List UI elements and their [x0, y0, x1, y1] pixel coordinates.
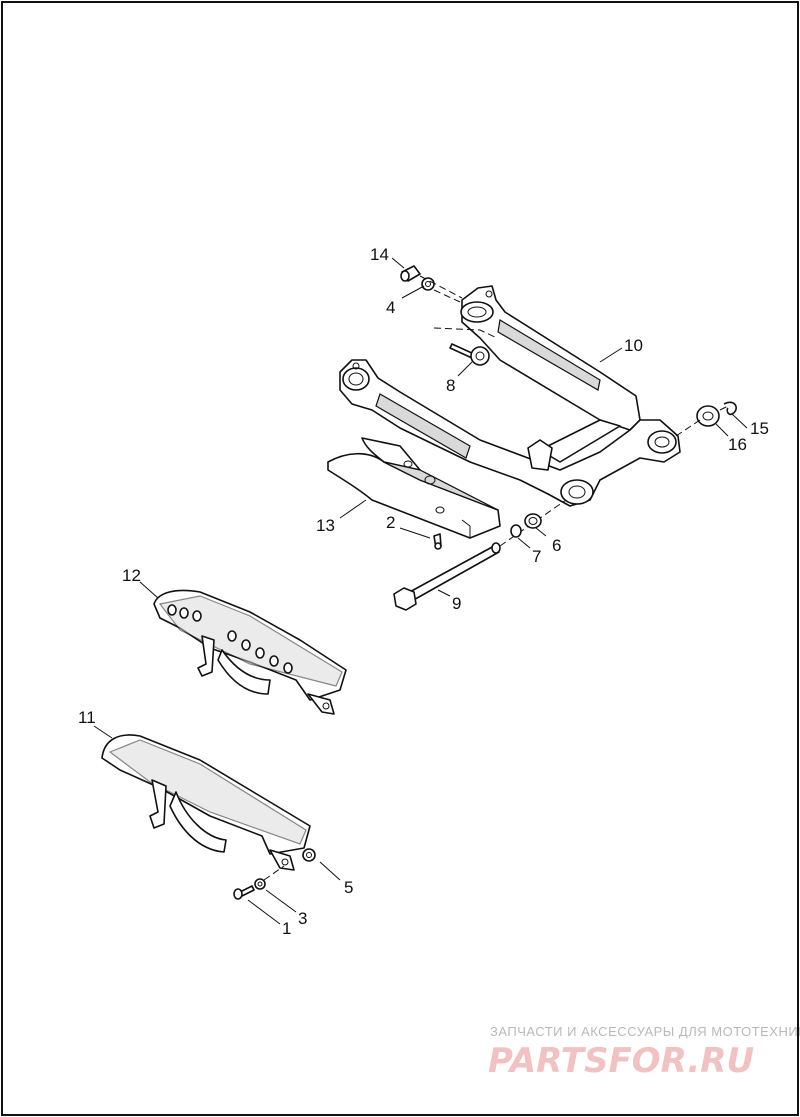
part-7-clip [510, 524, 522, 538]
watermark-tagline: ЗАПЧАСТИ И АКСЕССУАРЫ ДЛЯ МОТОТЕХНИКИ [490, 1024, 800, 1039]
part-3-washer [254, 878, 266, 890]
callout-11: 11 [78, 708, 96, 727]
callout-6: 6 [552, 536, 561, 555]
callout-13: 13 [316, 516, 335, 535]
part-6-bushing [524, 513, 542, 529]
part-15-clip [723, 401, 737, 416]
part-13-chain-guide [327, 437, 501, 539]
part-2-screw [433, 533, 442, 550]
callout-3: 3 [298, 909, 307, 928]
part-9-axle-bolt [393, 542, 501, 611]
swingarm-part-10 [339, 285, 681, 507]
part-5-nut [302, 848, 316, 862]
watermark: ЗАПЧАСТИ И АКСЕССУАРЫ ДЛЯ МОТОТЕХНИКИ PA… [488, 1024, 800, 1081]
callout-10: 10 [624, 336, 643, 355]
callout-16: 16 [728, 435, 747, 454]
part-8-eye-bolt [449, 343, 490, 366]
callout-15: 15 [750, 419, 769, 438]
callout-5: 5 [344, 878, 353, 897]
leader-lines [93, 257, 748, 925]
callout-9: 9 [452, 594, 461, 613]
part-14-pin [400, 265, 421, 282]
callout-numbers: 14 4 8 10 15 16 6 7 9 2 13 12 11 5 3 1 [78, 245, 769, 938]
callout-1: 1 [282, 919, 291, 938]
part-4-nut [421, 277, 435, 291]
callout-12: 12 [122, 566, 141, 585]
watermark-brand: PARTSFOR.RU [488, 1041, 754, 1081]
part-1-screw [233, 885, 255, 900]
part-11-belt-guard [101, 734, 311, 871]
part-12-belt-guard [153, 589, 347, 715]
callout-4: 4 [386, 298, 395, 317]
callout-7: 7 [532, 547, 541, 566]
callout-14: 14 [370, 245, 389, 264]
callout-8: 8 [446, 376, 455, 395]
part-16-bushing [696, 405, 720, 427]
callout-2: 2 [386, 513, 395, 532]
